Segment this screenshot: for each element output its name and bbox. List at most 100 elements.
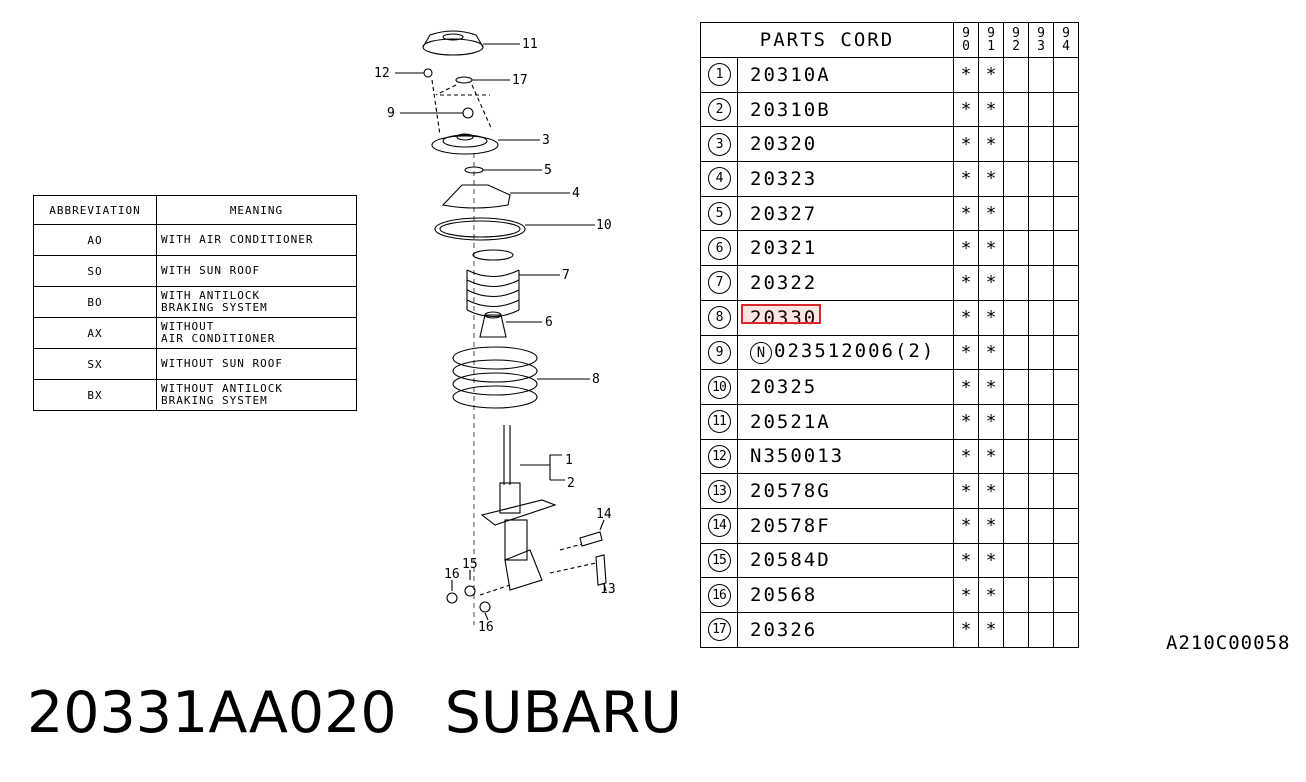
year-header-91: 9 1 bbox=[978, 22, 1004, 58]
callout-14: 14 bbox=[596, 507, 612, 522]
year-availability-cell bbox=[1003, 334, 1029, 371]
parts-ref-number-cell: 5 bbox=[700, 195, 738, 232]
parts-code-header: PARTS CORD bbox=[700, 22, 954, 58]
parts-code-cell[interactable]: 20310A bbox=[737, 57, 954, 93]
parts-code-cell[interactable]: 20584D bbox=[737, 542, 954, 579]
parts-code: 20584D bbox=[750, 549, 831, 572]
parts-ref-number-cell: 16 bbox=[700, 577, 738, 613]
parts-code-cell[interactable]: 20321 bbox=[737, 230, 954, 267]
year-availability-cell bbox=[1003, 230, 1029, 267]
year-availability-cell: * bbox=[953, 473, 979, 509]
parts-code-cell[interactable]: 20310B bbox=[737, 91, 954, 128]
year-availability-cell bbox=[1053, 161, 1079, 197]
part-boot-7 bbox=[466, 249, 560, 318]
parts-ref-number-cell: 6 bbox=[700, 230, 738, 267]
parts-code-prefix: N bbox=[750, 342, 772, 365]
year-availability-cell: * bbox=[953, 126, 979, 163]
year-availability-cell bbox=[1053, 507, 1079, 544]
year-availability-cell bbox=[1003, 473, 1029, 509]
abbreviation-header-row: ABBREVIATION MEANING bbox=[33, 195, 357, 225]
part-washer-5 bbox=[464, 153, 542, 625]
part-nut-9 bbox=[400, 94, 490, 119]
callout-17: 17 bbox=[512, 73, 528, 88]
year-availability-cell: * bbox=[953, 230, 979, 267]
parts-code-cell[interactable]: 20322 bbox=[737, 265, 954, 301]
year-availability-cell bbox=[1003, 577, 1029, 613]
year-availability-cell bbox=[1003, 507, 1029, 544]
parts-code: 20323 bbox=[750, 167, 818, 190]
parts-code-cell[interactable]: 20578G bbox=[737, 473, 954, 509]
parts-ref-number-cell: 13 bbox=[700, 473, 738, 509]
year-availability-cell: * bbox=[978, 577, 1004, 613]
year-availability-cell bbox=[1028, 334, 1054, 371]
parts-ref-number-cell: 3 bbox=[700, 126, 738, 163]
year-availability-cell bbox=[1028, 369, 1054, 405]
callout-3: 3 bbox=[542, 133, 550, 148]
year-availability-cell bbox=[1003, 542, 1029, 579]
parts-ref-number: 7 bbox=[707, 271, 731, 295]
parts-row: 6 20321 ** bbox=[700, 230, 1079, 267]
parts-code-cell[interactable]: 20323 bbox=[737, 161, 954, 197]
abbreviation-meaning: WITH AIR CONDITIONER bbox=[156, 224, 357, 256]
year-availability-cell bbox=[1003, 195, 1029, 232]
abbreviation-meaning: WITHOUT SUN ROOF bbox=[156, 348, 357, 380]
parts-ref-number-cell: 7 bbox=[700, 265, 738, 301]
parts-ref-number: 15 bbox=[707, 548, 731, 572]
callout-13: 13 bbox=[600, 582, 616, 597]
year-availability-cell: * bbox=[953, 612, 979, 648]
parts-ref-number: 16 bbox=[707, 583, 731, 607]
abbreviation-column-header: ABBREVIATION bbox=[33, 195, 157, 225]
parts-ref-number: 6 bbox=[707, 236, 731, 260]
year-label: 9 1 bbox=[987, 26, 995, 54]
year-availability-cell: * bbox=[978, 438, 1004, 475]
parts-code-cell[interactable]: 20578F bbox=[737, 507, 954, 544]
parts-ref-number: 17 bbox=[707, 618, 731, 642]
parts-ref-number-cell: 9 bbox=[700, 334, 738, 371]
parts-code-cell[interactable]: 20325 bbox=[737, 369, 954, 405]
parts-ref-number-cell: 10 bbox=[700, 369, 738, 405]
parts-ref-number: 2 bbox=[707, 98, 731, 122]
year-availability-cell: * bbox=[978, 230, 1004, 267]
year-availability-cell: * bbox=[978, 612, 1004, 648]
year-availability-cell bbox=[1053, 195, 1079, 232]
year-availability-cell bbox=[1003, 403, 1029, 440]
year-availability-cell bbox=[1053, 230, 1079, 267]
parts-ref-number-cell: 2 bbox=[700, 91, 738, 128]
part-washer-17 bbox=[435, 76, 510, 131]
parts-code-cell[interactable]: 20521A bbox=[737, 403, 954, 440]
parts-ref-number: 11 bbox=[707, 410, 731, 434]
year-availability-cell bbox=[1053, 438, 1079, 475]
part-top-cap bbox=[422, 30, 520, 56]
parts-header-row: PARTS CORD 9 0 9 1 9 2 9 3 9 4 bbox=[700, 22, 1079, 58]
year-header-92: 9 2 bbox=[1003, 22, 1029, 58]
year-availability-cell bbox=[1003, 299, 1029, 336]
abbreviation-meaning: WITHOUT ANTILOCK BRAKING SYSTEM bbox=[156, 379, 357, 411]
year-availability-cell: * bbox=[953, 265, 979, 301]
parts-ref-number-cell: 12 bbox=[700, 438, 738, 475]
callout-1: 1 bbox=[565, 453, 573, 468]
parts-code-cell[interactable]: 20320 bbox=[737, 126, 954, 163]
parts-code: 20310A bbox=[750, 63, 831, 86]
year-availability-cell bbox=[1028, 542, 1054, 579]
year-availability-cell bbox=[1003, 57, 1029, 93]
parts-code-cell[interactable]: N350013 bbox=[737, 438, 954, 475]
year-availability-cell bbox=[1003, 265, 1029, 301]
parts-code: 20321 bbox=[750, 237, 818, 260]
parts-code-cell[interactable]: 20326 bbox=[737, 612, 954, 648]
parts-code-cell[interactable]: 20568 bbox=[737, 577, 954, 613]
year-availability-cell: * bbox=[978, 57, 1004, 93]
parts-code-cell[interactable]: 20330 bbox=[737, 299, 954, 336]
parts-code-cell[interactable]: 20327 bbox=[737, 195, 954, 232]
year-availability-cell bbox=[1028, 577, 1054, 613]
